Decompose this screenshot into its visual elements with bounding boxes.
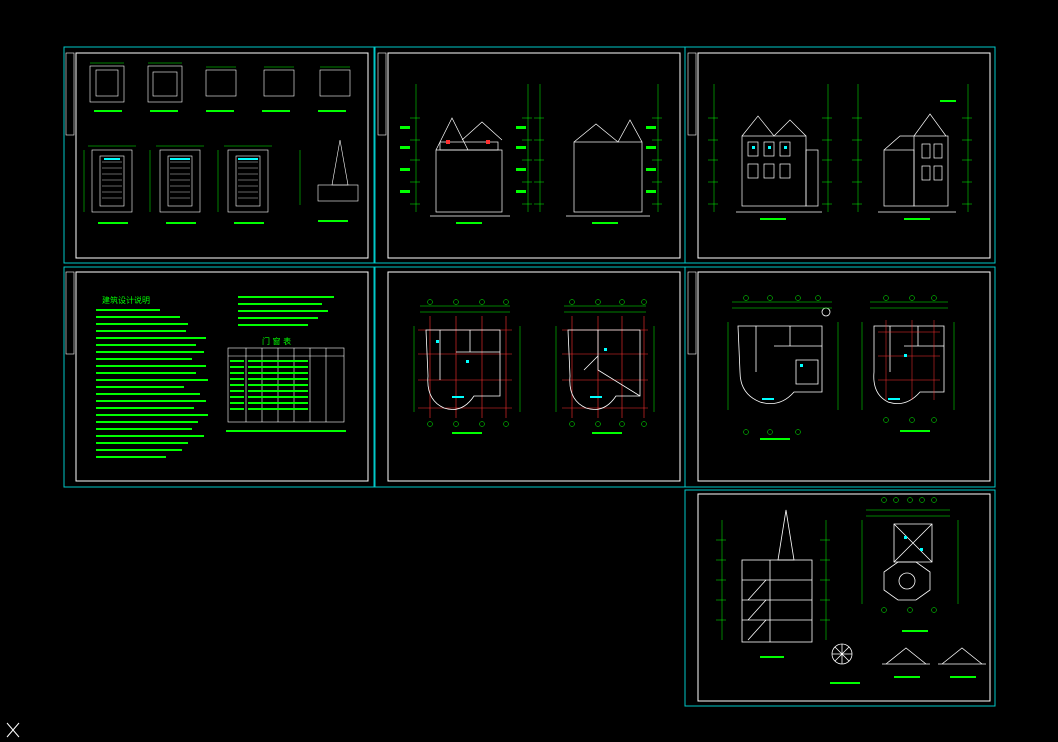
sheet-elevations-b[interactable] bbox=[684, 46, 996, 264]
sheet-design-notes[interactable]: 建筑设计说明 门 窗 表 bbox=[63, 266, 375, 488]
ucs-icon bbox=[6, 722, 20, 738]
door-window-table-title: 门 窗 表 bbox=[262, 336, 291, 346]
sheet-floor-plans-b[interactable] bbox=[684, 266, 996, 488]
sheet-floor-plans-a[interactable] bbox=[374, 266, 686, 488]
sheet-elevations-a[interactable] bbox=[374, 46, 686, 264]
sheet-stair-details[interactable] bbox=[63, 46, 375, 264]
design-notes-title: 建筑设计说明 bbox=[102, 295, 150, 305]
sheet-section-and-roof[interactable] bbox=[684, 489, 996, 707]
